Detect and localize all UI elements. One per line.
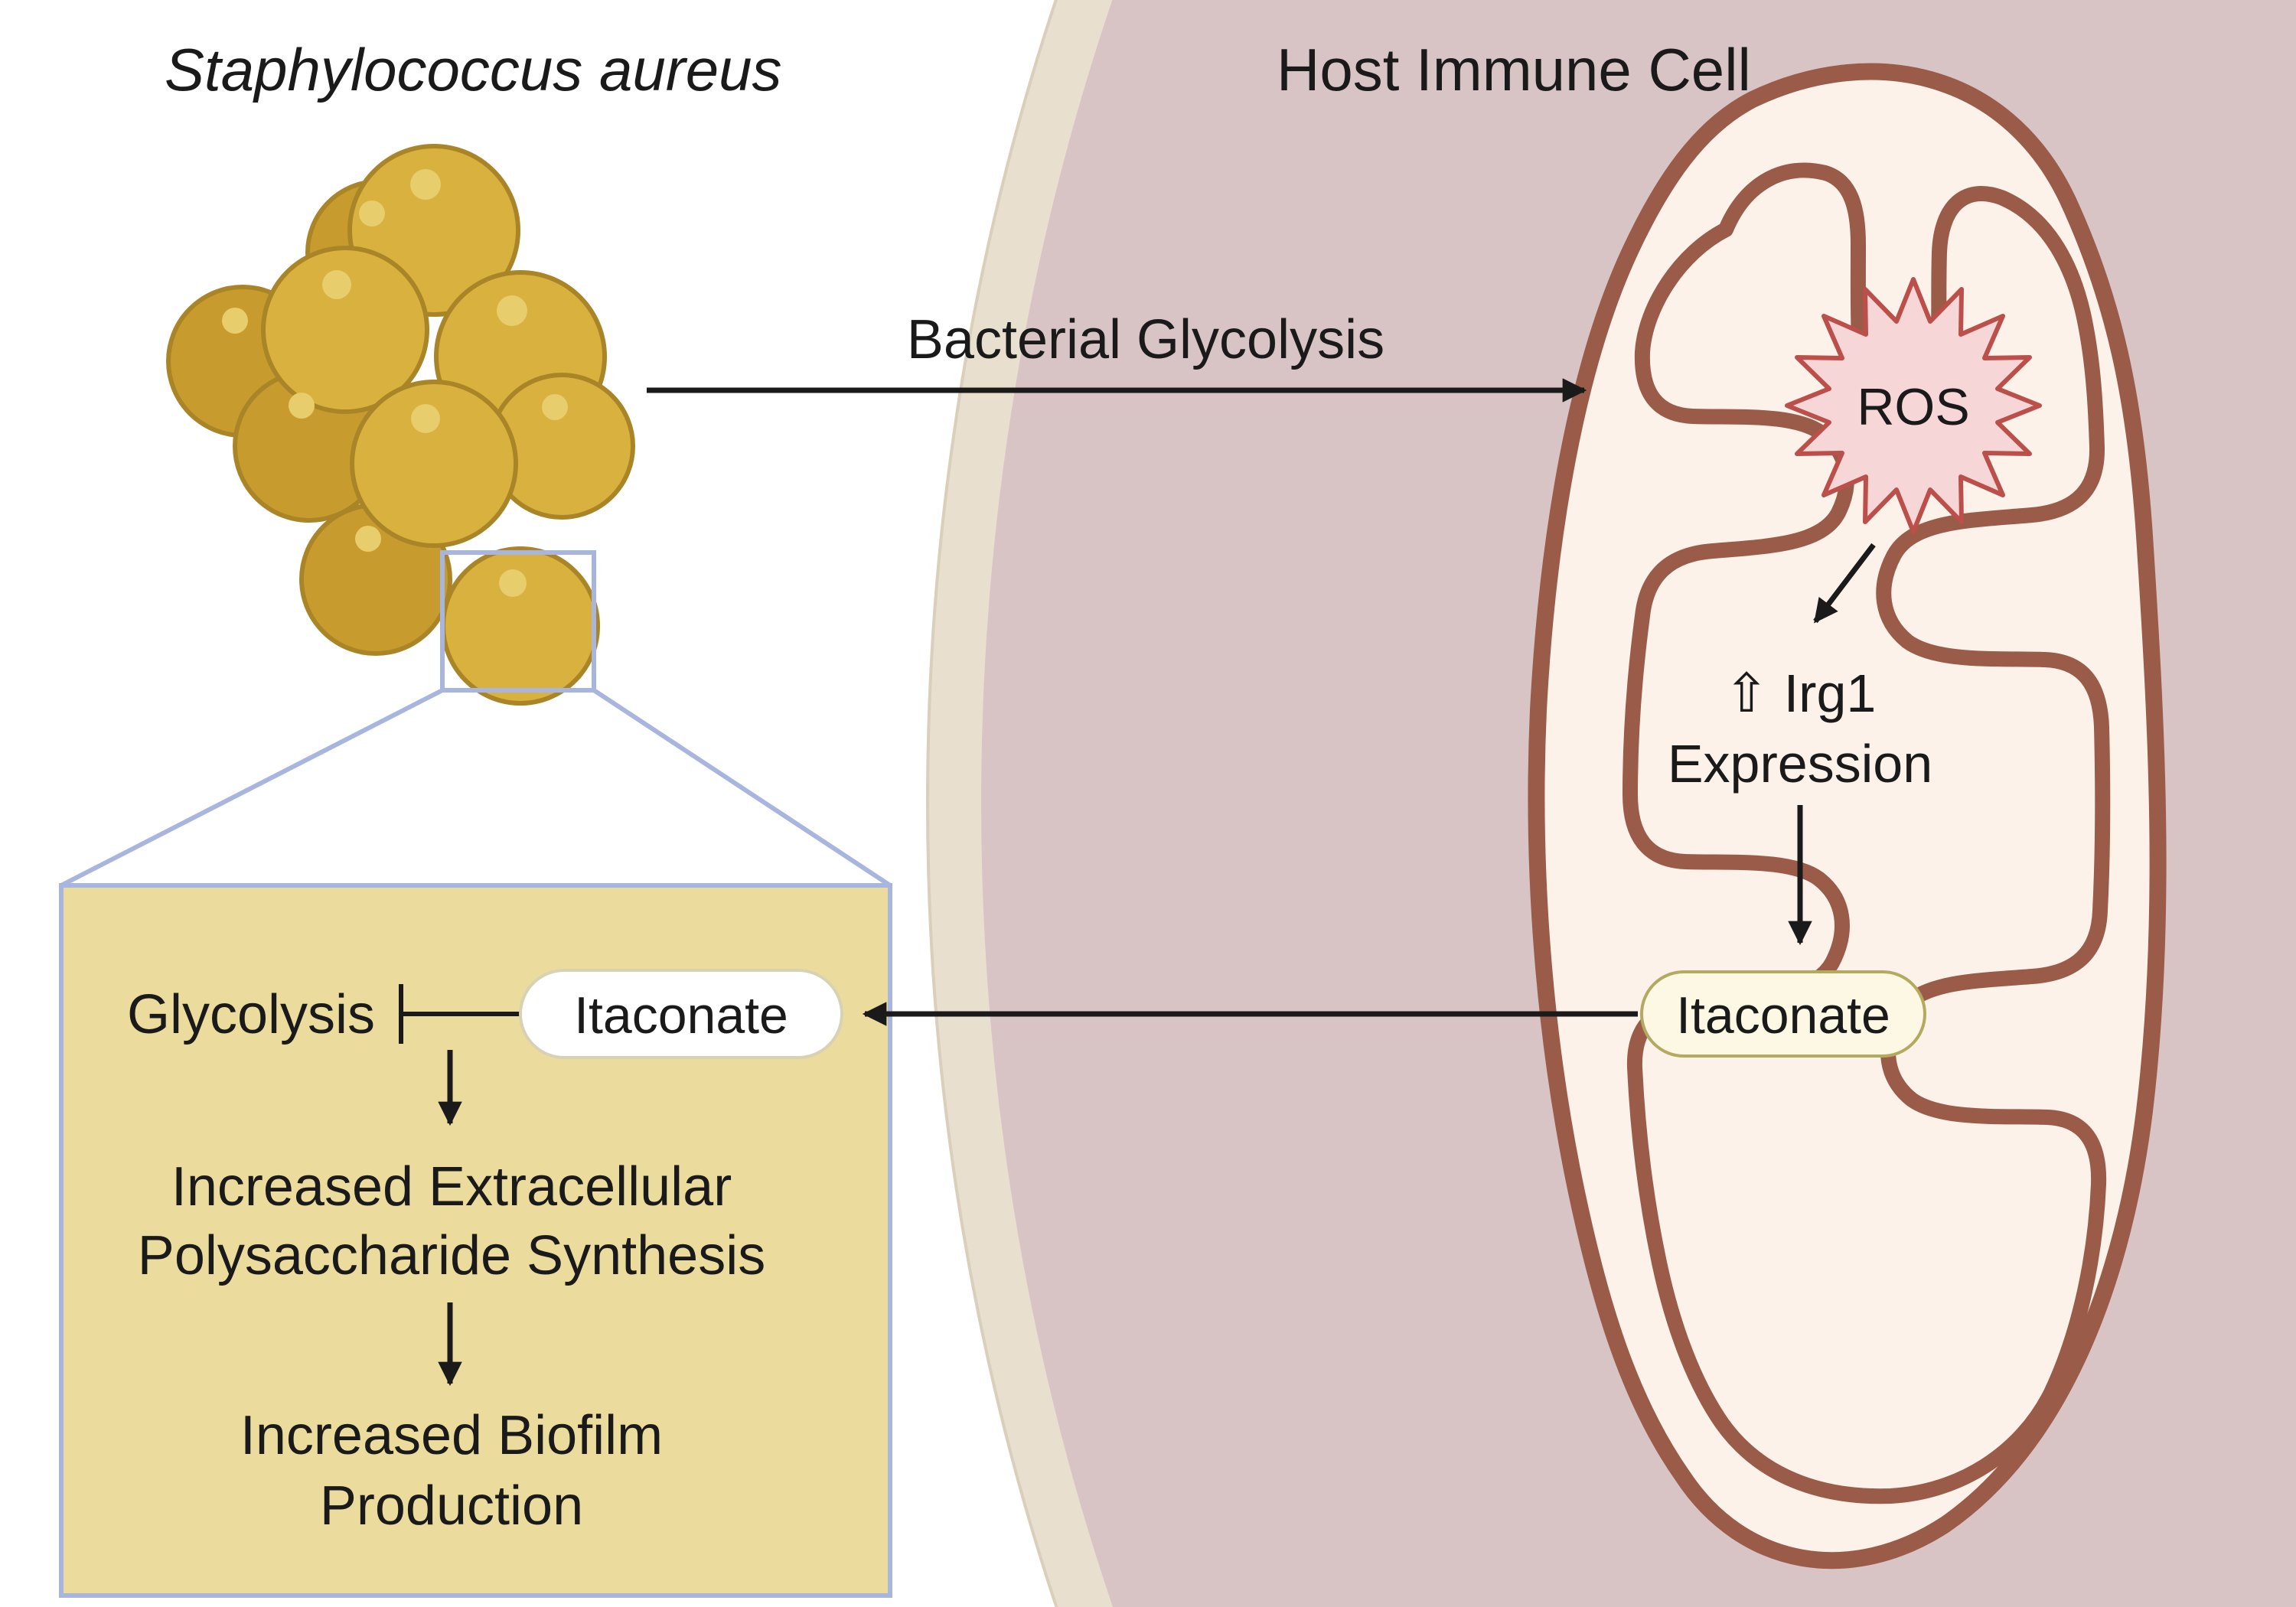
ros-burst: ROS: [1785, 277, 2042, 534]
coccus-highlight: [499, 569, 527, 597]
ros-label: ROS: [1857, 378, 1969, 436]
coccus: [261, 246, 429, 414]
bacteria-cluster: [166, 144, 635, 706]
coccus-highlight: [410, 169, 441, 200]
bacterial-glycolysis-label: Bacterial Glycolysis: [907, 309, 1384, 370]
mito-itaconate-label: Itaconate: [1676, 986, 1890, 1045]
ros-starburst-shape: [1785, 277, 2042, 534]
panel-itaconate-label: Itaconate: [574, 986, 788, 1045]
coccus: [350, 380, 518, 548]
eps-label-line2: Polysaccharide Synthesis: [138, 1225, 765, 1286]
irg1-label-line1: ⇧ Irg1: [1724, 663, 1877, 723]
bacteria-title: Staphylococcus aureus: [165, 36, 781, 103]
inhibition-link: [399, 984, 520, 1044]
mitochondrion-inner-membrane-cristae: [1623, 162, 2111, 1504]
coccus-highlight: [322, 270, 351, 299]
mitochondrion: [1528, 63, 2167, 1570]
biofilm-label-line2: Production: [320, 1475, 583, 1537]
cocci-highlights: [222, 169, 568, 597]
coccus-highlight: [355, 526, 381, 552]
coccus-highlight: [359, 200, 385, 227]
coccus-highlight: [411, 404, 440, 433]
glycolysis-label: Glycolysis: [127, 984, 375, 1045]
coccus-highlight: [289, 393, 315, 419]
eps-label-line1: Increased Extracellular: [171, 1156, 732, 1217]
zoom-callout: [60, 550, 892, 888]
zoom-connector-right: [592, 688, 892, 888]
zoom-connector-left: [60, 688, 444, 888]
coccus-highlight: [542, 394, 568, 420]
zoom-source-box: [440, 550, 596, 693]
cocci-gold: [261, 144, 635, 706]
panel-itaconate-pill-shape: [519, 969, 843, 1059]
coccus-highlight: [497, 295, 527, 326]
host-cell-title: Host Immune Cell: [1277, 36, 1751, 103]
mito-itaconate-pill: Itaconate: [1640, 970, 1926, 1058]
ros-to-irg1-arrow: [1813, 543, 1876, 624]
biofilm-label-line1: Increased Biofilm: [240, 1405, 663, 1466]
irg1-expression: ⇧ Irg1 Expression: [1668, 663, 1932, 794]
mito-itaconate-pill-shape: [1640, 970, 1926, 1058]
pathway-arrows: [647, 378, 1876, 1026]
coccus-highlight: [222, 308, 248, 334]
biofilm-panel: Glycolysis Itaconate Increased Extracell…: [59, 883, 892, 1598]
irg1-label-line2: Expression: [1668, 734, 1932, 794]
